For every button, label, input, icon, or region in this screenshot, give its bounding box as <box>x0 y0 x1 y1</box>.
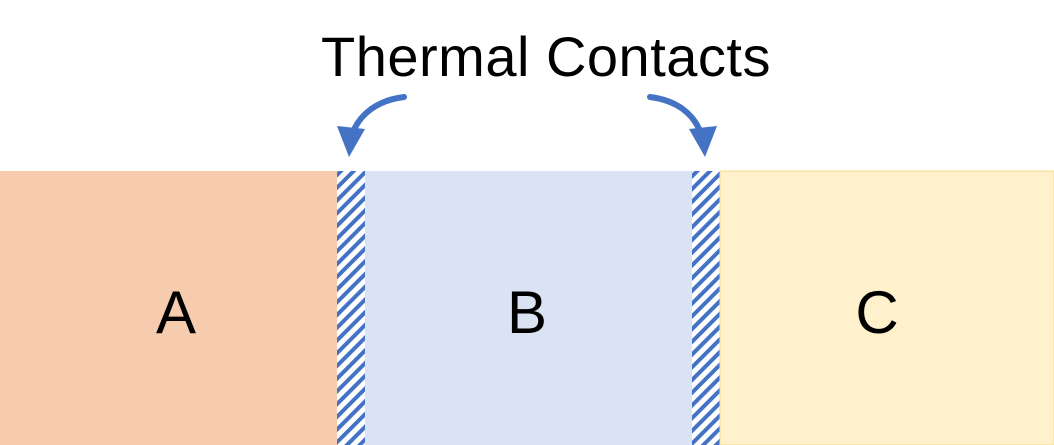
block-c-label: C <box>855 279 898 346</box>
block-b-label: B <box>507 279 547 346</box>
arrow-left-head <box>337 126 365 157</box>
block-b <box>365 171 692 445</box>
block-a <box>0 171 337 445</box>
thermal-contact-left <box>337 171 365 445</box>
diagram-title: Thermal Contacts <box>321 25 771 88</box>
block-a-label: A <box>156 279 196 346</box>
thermal-contact-right <box>692 171 720 445</box>
block-c <box>719 170 1054 445</box>
arrow-right-head <box>689 126 717 157</box>
